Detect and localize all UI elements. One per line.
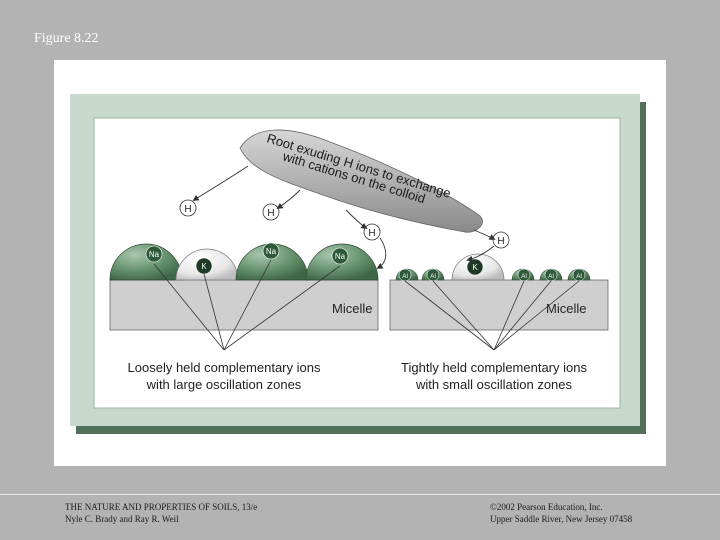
micelle-left [109,279,379,331]
slide-title: Figure 8.22 [34,31,99,46]
cation-label: K [472,263,478,272]
footer-left: THE NATURE AND PROPERTIES OF SOILS, 13/e… [65,501,257,525]
cation-label: Al [430,273,436,280]
caption-pointer-lines-right [404,280,580,351]
exchange-arrow [276,189,301,209]
cation-label: Al [521,273,527,280]
authors: Nyle C. Brady and Ray R. Weil [65,514,179,524]
publisher-address: Upper Saddle River, New Jersey 07458 [490,514,633,524]
cation-label: K [201,262,207,271]
cation-label: Al [576,273,582,280]
caption-pointer-lines-left [153,259,341,351]
micelle-right [389,279,609,331]
exchange-arrow [376,237,387,269]
cation-label: Al [402,273,408,280]
h-ion-label: H [267,208,274,219]
h-ion-label: H [184,204,191,215]
h-ion-label: H [368,228,375,239]
cation-label: Na [335,252,346,261]
cation-label: Na [266,247,277,256]
root-shape [239,129,483,233]
caption-right-line-2: with small oscillation zones [415,377,573,392]
micelle-label-left: Micelle [332,301,372,316]
exchange-arrow [473,229,496,240]
footer-right: ©2002 Pearson Education, Inc. Upper Sadd… [490,501,632,525]
caption-left-line-2: with large oscillation zones [146,377,302,392]
exchange-arrow [192,165,249,201]
caption-right-line-1: Tightly held complementary ions [401,360,587,375]
exchange-arrow [466,245,495,262]
micelle-label-right: Micelle [546,301,586,316]
copyright: ©2002 Pearson Education, Inc. [490,502,603,512]
cation-exchange-diagram: Na K Na Na Al Al K Al Al Al Micelle Mice… [70,94,646,434]
book-title: THE NATURE AND PROPERTIES OF SOILS, 13/e [65,502,258,512]
cation-label: Al [548,273,554,280]
footer-divider [0,494,720,495]
h-ion-label: H [497,236,504,247]
cation-label: Na [149,250,160,259]
exchange-arrow [345,209,368,229]
caption-left-line-1: Loosely held complementary ions [128,360,321,375]
